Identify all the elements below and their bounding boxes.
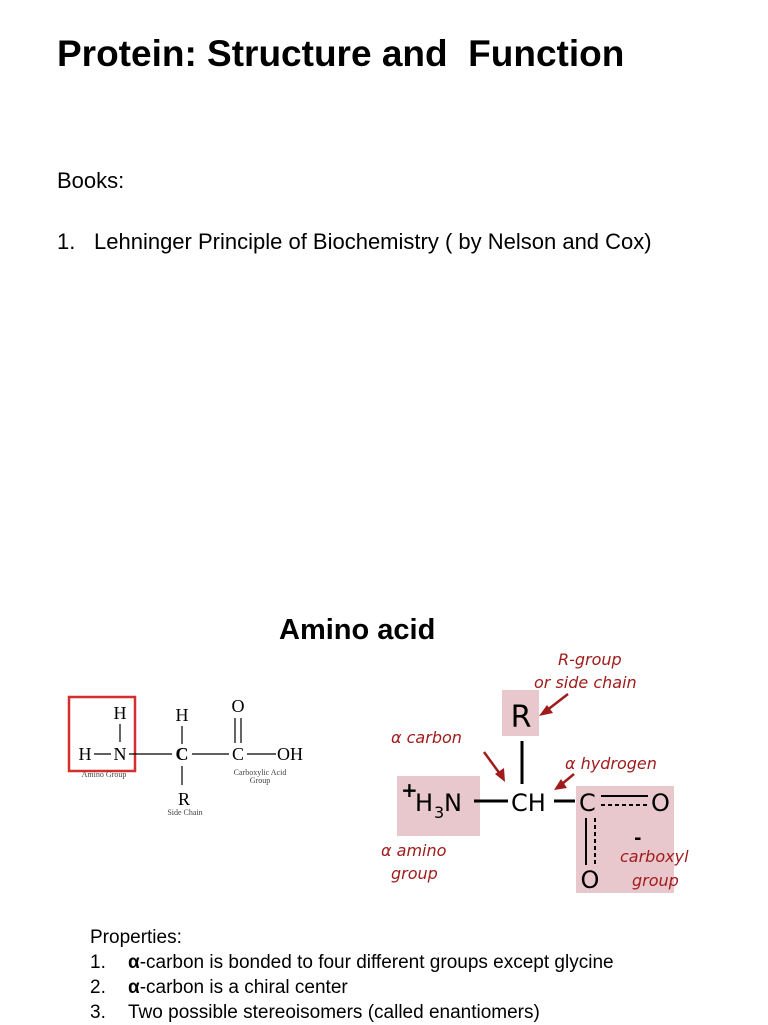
book-item-text: Lehninger Principle of Biochemistry ( by… [94, 229, 652, 254]
r-group-box [502, 690, 539, 736]
property-item: 2. α-carbon is a chiral center [90, 975, 614, 1000]
alpha-hydrogen-label: α hydrogen [565, 754, 657, 773]
h3-subscript: 3 [434, 803, 444, 822]
atom-oh: OH [277, 744, 303, 764]
amino-group-box [397, 776, 480, 836]
carboxyl-label-1: carboxyl [620, 847, 689, 866]
minus-charge: - [634, 828, 641, 849]
property-text: Two possible stereoisomers (called enant… [128, 1002, 540, 1023]
c-label: C [579, 789, 596, 817]
atom-c-alpha: C [176, 744, 189, 764]
r-group-label-2: or side chain [534, 673, 637, 692]
carboxylic-acid-label-2: Group [250, 776, 270, 785]
h3-label: H [415, 789, 433, 817]
amino-acid-structure-right: R + H 3 N CH C O - O R-group or side cha… [381, 650, 689, 894]
r-group-label-1: R-group [558, 650, 622, 669]
property-alpha: α [128, 952, 140, 973]
property-number: 2. [90, 977, 106, 998]
property-text: -carbon is bonded to four different grou… [139, 952, 614, 973]
section-title: Amino acid [279, 614, 436, 646]
alpha-carbon-label: α carbon [391, 728, 462, 747]
o-bottom-label: O [581, 866, 600, 894]
side-chain-label: Side Chain [167, 808, 202, 817]
property-alpha: α [128, 977, 140, 998]
atom-h-left: H [79, 744, 92, 764]
property-item: 1. α-carbon is bonded to four different g… [90, 950, 614, 975]
amino-acid-structure-left: H H N Amino Group H C R Side Chain O C O… [67, 695, 303, 817]
r-group-arrow-shaft [545, 693, 569, 712]
atom-o-top: O [232, 696, 245, 716]
carboxylic-acid-label-1: Carboxylic Acid [234, 768, 287, 777]
o-right-label: O [651, 789, 670, 817]
ch-label: CH [511, 789, 546, 817]
atom-r: R [178, 789, 190, 809]
alpha-hydrogen-arrow-head [554, 779, 567, 790]
amino-group-label: Amino Group [82, 770, 127, 779]
property-number: 3. [90, 1002, 106, 1023]
r-group-arrow-head [539, 705, 553, 716]
book-item: 1. Lehninger Principle of Biochemistry ( … [57, 229, 652, 255]
properties-heading: Properties: [90, 927, 182, 948]
page-title: Protein: Structure and Function [57, 33, 625, 74]
books-heading: Books: [57, 168, 125, 193]
r-label: R [511, 700, 532, 735]
atom-n: N [114, 744, 127, 764]
alpha-amino-label-2: group [391, 864, 438, 883]
property-number: 1. [90, 952, 106, 973]
n-label: N [444, 789, 462, 817]
alpha-hydrogen-arrow-shaft [561, 773, 575, 785]
properties-section: Properties: 1.α-carbon is bonded to four… [90, 925, 614, 1025]
alpha-carbon-arrow-shaft [482, 751, 502, 775]
plus-charge: + [401, 778, 418, 802]
alpha-amino-label-1: α amino [381, 841, 447, 860]
amino-group-highlight-box [67, 695, 137, 773]
carboxyl-label-2: group [632, 871, 679, 890]
alpha-carbon-arrow-head [495, 768, 505, 782]
property-text: -carbon is a chiral center [139, 977, 348, 998]
atom-c-carboxyl: C [232, 744, 244, 764]
carboxyl-group-box [576, 786, 674, 893]
property-item: 3. Two possible stereoisomers (called ena… [90, 1000, 614, 1025]
book-item-number: 1. [57, 229, 76, 254]
atom-h-alpha: H [176, 705, 189, 725]
atom-h-top: H [114, 703, 127, 723]
